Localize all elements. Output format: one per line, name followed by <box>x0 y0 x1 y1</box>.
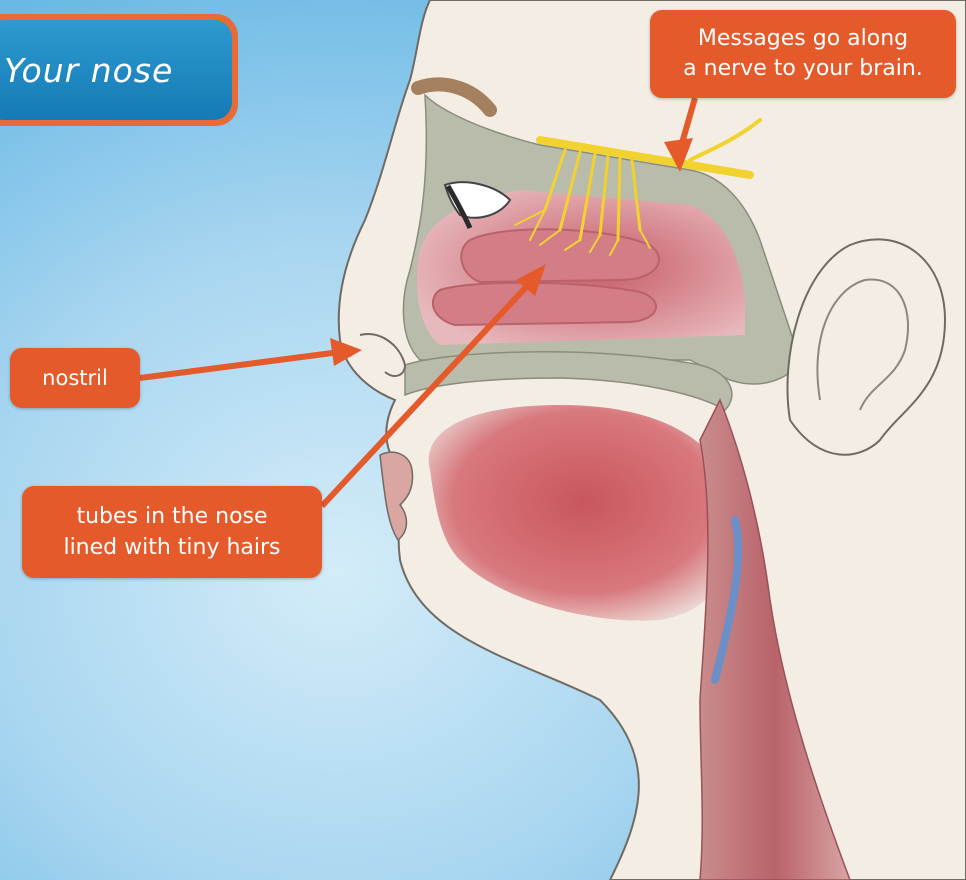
label-tubes-text: tubes in the nose lined with tiny hairs <box>63 501 280 563</box>
label-tubes: tubes in the nose lined with tiny hairs <box>22 486 322 578</box>
label-nostril-text: nostril <box>42 366 108 390</box>
title-box: Your nose <box>0 14 238 126</box>
label-nerve: Messages go along a nerve to your brain. <box>650 10 956 98</box>
title-inner: Your nose <box>0 20 232 120</box>
label-nerve-text: Messages go along a nerve to your brain. <box>683 24 923 84</box>
label-nostril: nostril <box>10 348 140 408</box>
page-title: Your nose <box>0 51 173 90</box>
